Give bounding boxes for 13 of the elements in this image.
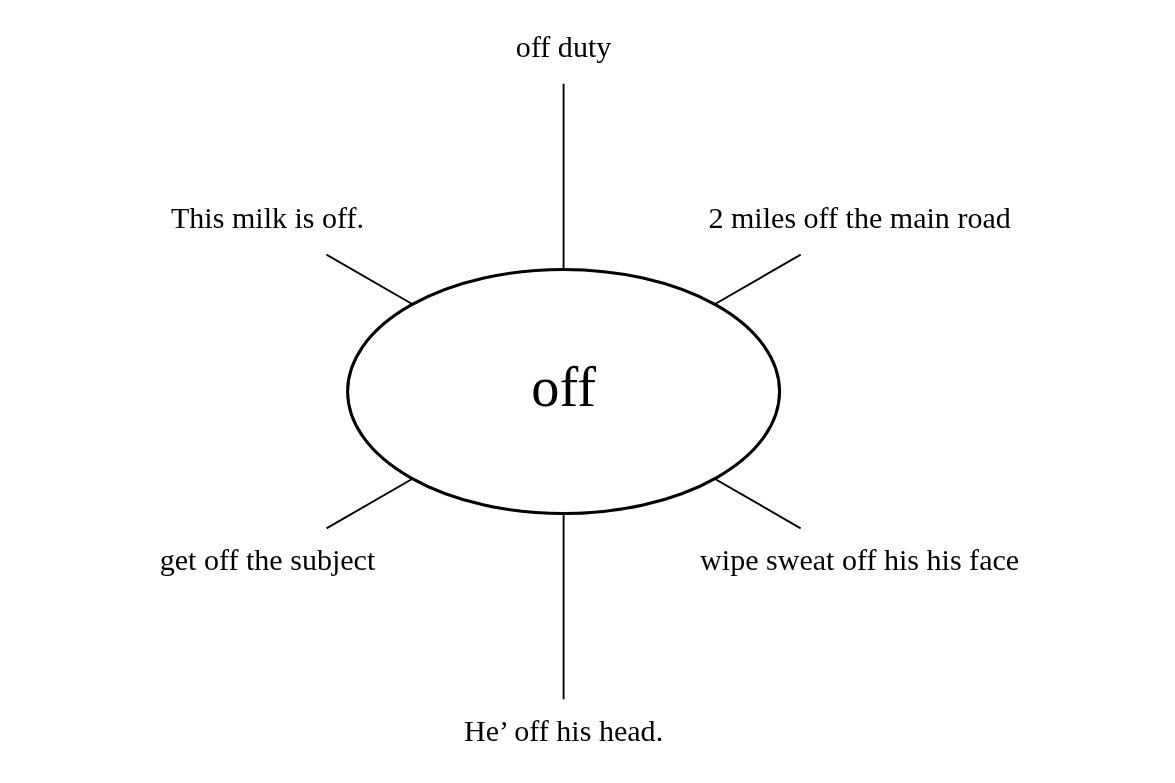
connector xyxy=(713,253,802,305)
connector xyxy=(562,82,565,270)
connector xyxy=(325,478,413,530)
connector xyxy=(562,513,565,701)
connector xyxy=(713,478,802,530)
connector xyxy=(325,253,413,305)
node-text: off duty xyxy=(515,29,611,64)
node-ellipse: off xyxy=(345,267,781,516)
node-text: This milk is off. xyxy=(170,200,364,235)
node-text: wipe sweat off his his face xyxy=(699,542,1019,577)
node-text: 2 miles off the main road xyxy=(707,200,1011,235)
node-text: get off the subject xyxy=(159,542,375,577)
node-text: He’ off his head. xyxy=(463,713,663,748)
